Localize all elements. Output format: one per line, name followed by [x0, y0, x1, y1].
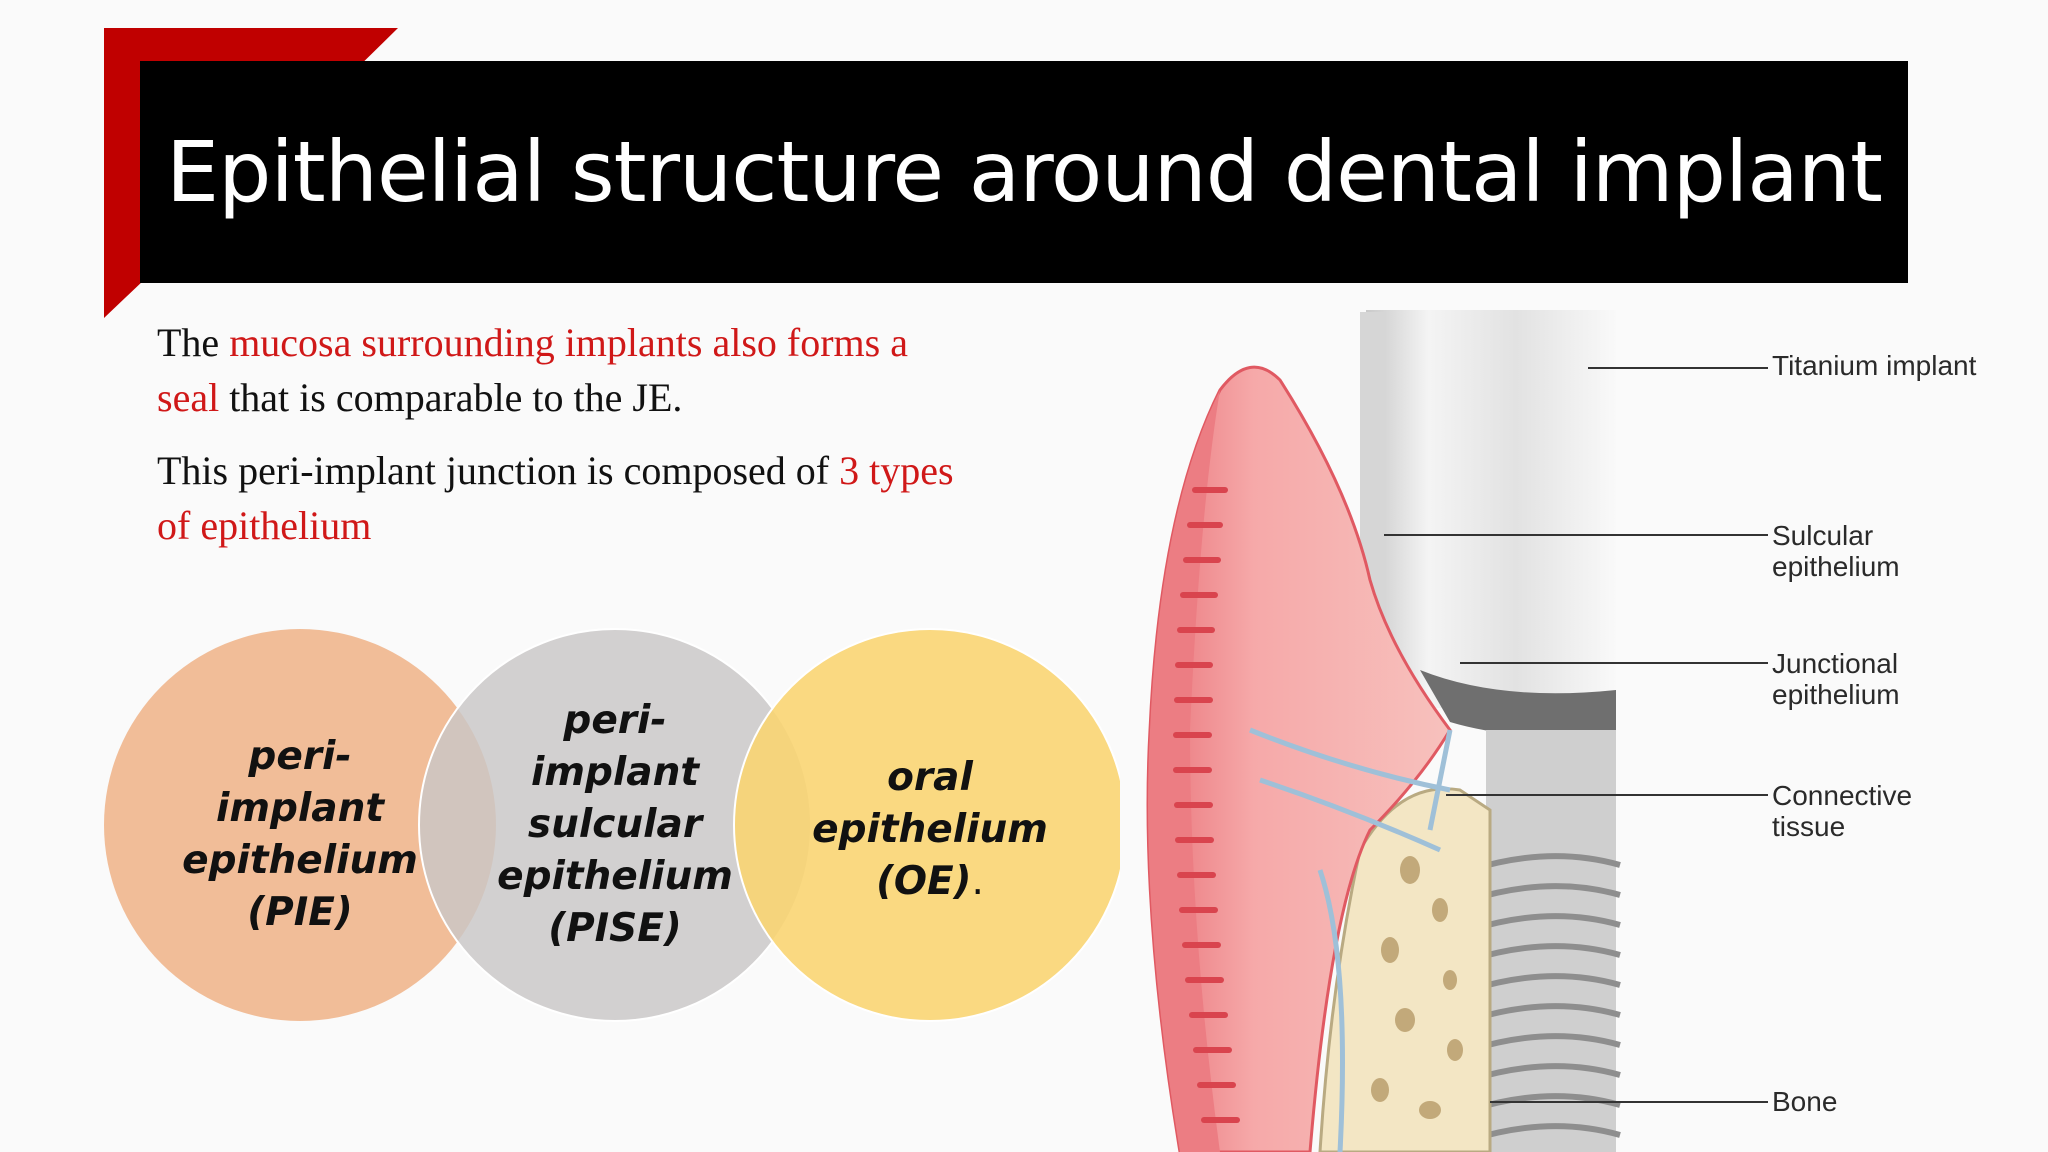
label-bone: Bone	[1772, 1086, 1838, 1117]
paragraph-junction-highlight: 3 types of epithelium	[157, 448, 954, 548]
label-junctional-line2: epithelium	[1772, 679, 1900, 710]
pise-line5: (PISE)	[548, 906, 682, 951]
paragraph-seal-highlight: mucosa surrounding implants also forms a…	[157, 320, 908, 420]
paragraph-seal-lead: The	[157, 320, 230, 365]
epithelial-ridges	[1173, 487, 1240, 1123]
paragraph-seal-tail: that is comparable to the JE.	[219, 375, 683, 420]
label-sulcular-epithelium: Sulcular epithelium	[1772, 520, 1900, 582]
implant-body	[1486, 730, 1616, 1152]
pie-line3: epithelium	[182, 838, 418, 883]
label-connective-line2: tissue	[1772, 811, 1846, 842]
pise-line2: implant	[530, 750, 699, 795]
pointer-lines	[1384, 367, 1768, 1103]
label-sulcular-line1: Sulcular	[1772, 520, 1874, 551]
paragraph-seal: The mucosa surrounding implants also for…	[157, 315, 977, 425]
paragraph-junction-lead: This peri-implant junction is composed o…	[157, 448, 840, 493]
label-titanium-implant: Titanium implant	[1772, 350, 1977, 381]
connective-fibers	[1249, 727, 1453, 1152]
pie-line1: peri-	[248, 734, 352, 779]
implant-collar	[1366, 310, 1616, 708]
body-text: The mucosa surrounding implants also for…	[157, 315, 977, 571]
pise-line4: epithelium	[497, 854, 733, 899]
bone-tissue	[1318, 787, 1492, 1152]
implant-rim	[1420, 670, 1616, 740]
circle-pise-label: peri- implant sulcular epithelium (PISE)	[465, 695, 765, 955]
label-connective-tissue: Connective tissue	[1772, 780, 1912, 842]
bone-pores	[1371, 856, 1463, 1119]
oe-period: .	[971, 859, 984, 904]
label-sulcular-line2: epithelium	[1772, 551, 1900, 582]
label-junctional-epithelium: Junctional epithelium	[1772, 648, 1900, 710]
implant-tissue-illustration: Titanium implant Sulcular epithelium Jun…	[1120, 310, 2048, 1152]
oe-line2: epithelium	[812, 807, 1048, 852]
circle-pie-label: peri- implant epithelium (PIE)	[150, 725, 450, 945]
label-junctional-line1: Junctional	[1772, 648, 1899, 679]
pie-line2: implant	[215, 786, 384, 831]
implant-cross-section-image	[1120, 310, 2048, 1152]
pise-line3: sulcular	[527, 802, 703, 847]
paragraph-junction: This peri-implant junction is composed o…	[157, 443, 977, 553]
slide-title: Epithelial structure around dental impla…	[166, 123, 1883, 221]
pise-line1: peri-	[563, 698, 667, 743]
circle-oe-label: oral epithelium (OE).	[780, 745, 1080, 915]
oe-line1: oral	[887, 755, 973, 800]
venn-circles	[104, 628, 1127, 1022]
label-connective-line1: Connective	[1772, 780, 1913, 811]
circle-pie	[104, 629, 496, 1021]
pie-line4: (PIE)	[247, 890, 353, 935]
title-bar: Epithelial structure around dental impla…	[140, 61, 1908, 283]
epithelium-venn-diagram: peri- implant epithelium (PIE) peri- imp…	[100, 625, 1140, 1025]
oe-line3: (OE)	[876, 859, 972, 904]
